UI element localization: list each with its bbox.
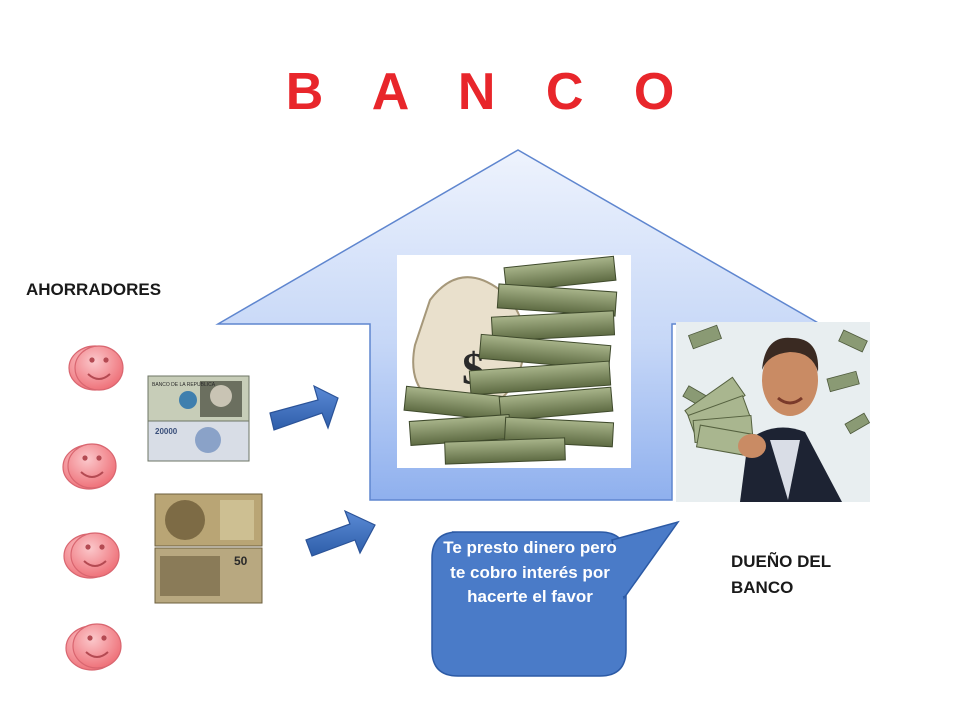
money-bag-image: $ [397, 255, 631, 468]
page-title: B A N C O [285, 63, 693, 121]
saver-smiley-3 [63, 532, 120, 579]
bill-bank-text: BANCO DE LA REPUBLICA [152, 382, 216, 388]
saver-smiley-2 [62, 443, 117, 490]
speech-bubble [431, 520, 680, 677]
banknotes-group-2: 50 [154, 493, 263, 604]
deposit-arrow-2 [305, 509, 376, 557]
bill-value-2: 50 [234, 554, 248, 568]
bank-owner-label: DUEÑO DEL BANCO [731, 552, 831, 597]
savers-label: AHORRADORES [26, 280, 162, 299]
deposit-arrow-1 [269, 384, 339, 431]
banknotes-group-1: BANCO DE LA REPUBLICA 20000 [147, 375, 250, 462]
saver-smiley-4 [65, 623, 122, 671]
saver-smiley-1 [68, 345, 124, 391]
bill-value-1: 20000 [155, 427, 178, 436]
speech-bubble-text: Te presto dinero pero te cobro interés p… [443, 538, 617, 606]
bank-owner-photo [676, 322, 871, 502]
